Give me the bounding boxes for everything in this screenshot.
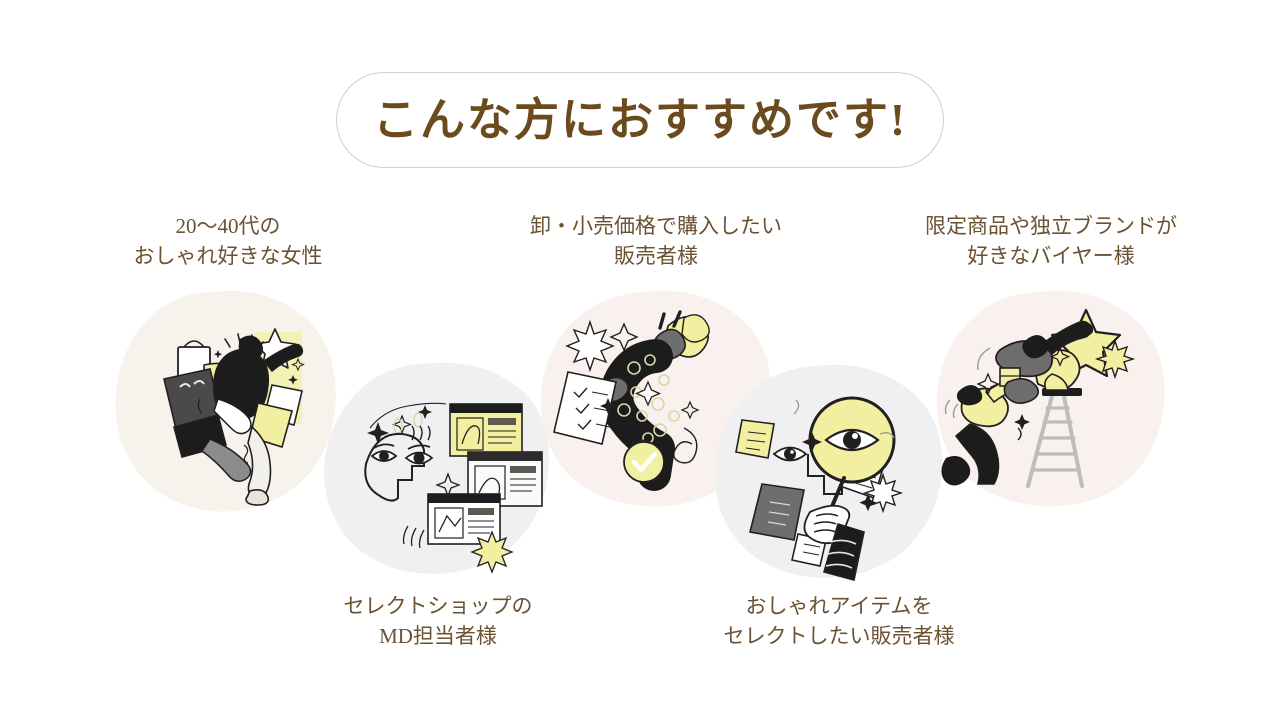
caption-md-staff-line2: MD担当者様	[379, 623, 497, 648]
face-browsing-catalogs-illustration	[364, 402, 543, 574]
caption-item-selector-line2: セレクトしたい販売者様	[723, 623, 955, 648]
caption-limited-brand-buyer: 限定商品や独立ブランドが 好きなバイヤー様	[852, 212, 1250, 272]
caption-wholesale-buyer: 卸・小売価格で購入したい 販売者様	[457, 212, 855, 272]
caption-shopper-line1: 20〜40代の	[175, 214, 281, 238]
ladder-star-reaching-illustration	[941, 308, 1136, 488]
caption-limited-brand-buyer-line2: 好きなバイヤー様	[967, 243, 1135, 268]
persona-card-md-staff	[322, 360, 554, 580]
caption-wholesale-buyer-line1: 卸・小売価格で購入したい	[530, 214, 782, 238]
slide-title-pill: こんな方におすすめです!	[336, 72, 944, 168]
caption-md-staff: セレクトショップの MD担当者様	[249, 592, 627, 652]
page-title: こんな方におすすめです!	[373, 94, 907, 145]
persona-card-shopper	[112, 287, 344, 519]
persona-card-limited-brand-buyer	[934, 288, 1168, 512]
persona-card-wholesale-buyer	[538, 288, 774, 512]
question-mark-person-illustration	[553, 310, 710, 491]
caption-shopper-line2: おしゃれ好きな女性	[133, 243, 323, 268]
caption-item-selector-line1: おしゃれアイテムを	[745, 594, 933, 618]
magnifying-glass-hand-illustration	[735, 396, 904, 581]
persona-card-item-selector	[712, 362, 946, 584]
caption-item-selector: おしゃれアイテムを セレクトしたい販売者様	[640, 592, 1038, 652]
caption-wholesale-buyer-line2: 販売者様	[614, 243, 698, 268]
caption-shopper: 20〜40代の おしゃれ好きな女性	[32, 212, 424, 272]
caption-md-staff-line1: セレクトショップの	[343, 594, 533, 618]
shopping-woman-illustration	[163, 328, 305, 506]
caption-limited-brand-buyer-line1: 限定商品や独立ブランドが	[925, 214, 1177, 238]
